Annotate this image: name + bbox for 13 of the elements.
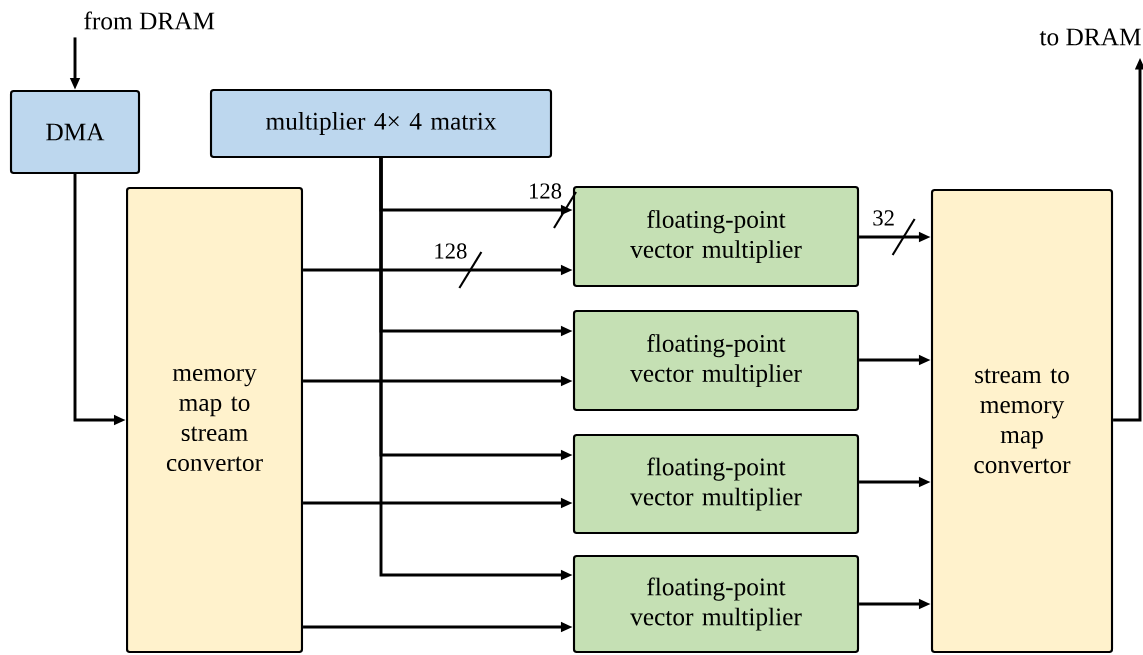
multiplier-box: floating-point vector multiplier: [572, 433, 860, 535]
convertor-box: stream to memory map convertor: [930, 188, 1114, 654]
block-box: DMA: [9, 89, 141, 175]
edge-label: 32: [873, 210, 894, 226]
multiplier-box: floating-point vector multiplier: [572, 554, 860, 654]
block-box: multiplier 4× 4 matrix: [209, 88, 553, 159]
edge-label: 128: [435, 243, 467, 259]
multiplier-box: floating-point vector multiplier: [572, 185, 860, 288]
convertor-box: memory map to stream convertor: [125, 186, 304, 654]
multiplier-box: floating-point vector multiplier: [572, 309, 860, 412]
edge-label: 128: [530, 183, 562, 199]
caption-text: from DRAM: [84, 11, 215, 30]
caption-text: to DRAM: [1039, 28, 1141, 46]
